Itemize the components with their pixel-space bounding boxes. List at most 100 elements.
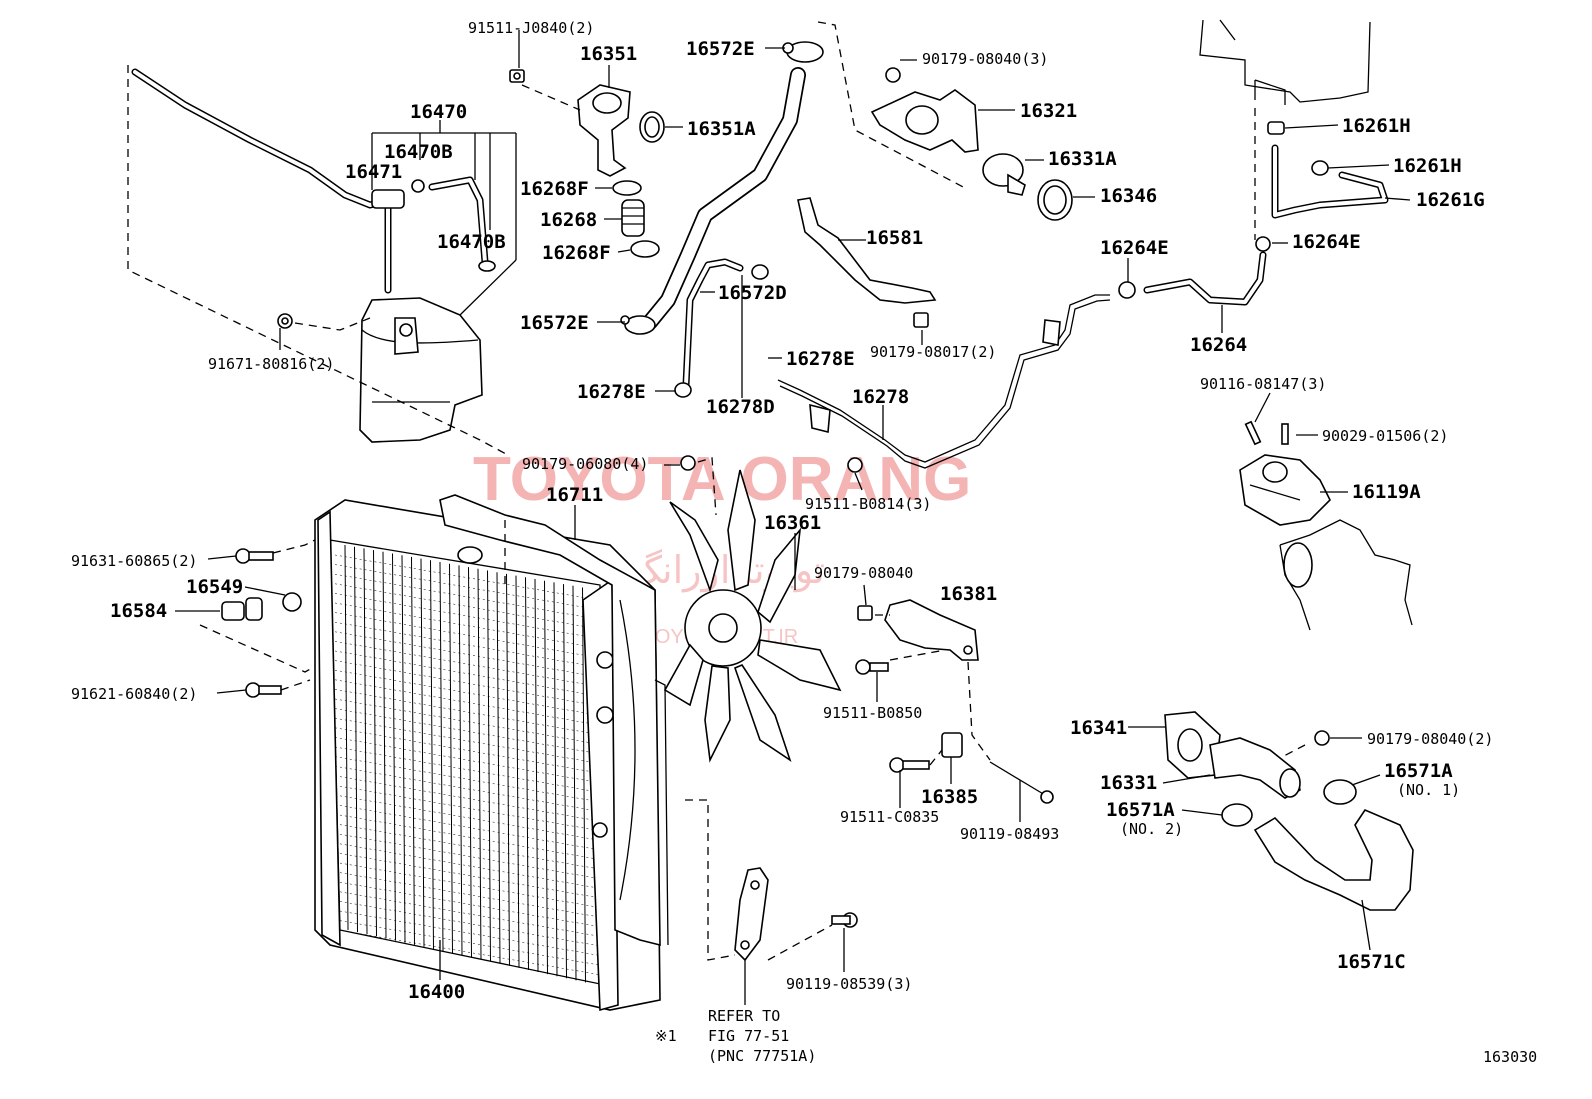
label-90029-01506-2: 90029-01506(2) bbox=[1322, 427, 1448, 445]
label-16261H-a: 16261H bbox=[1342, 115, 1411, 137]
bracket-16581 bbox=[797, 197, 937, 304]
bolt-90116-08147 bbox=[1244, 420, 1262, 446]
hose-clamp-16470B bbox=[371, 179, 425, 209]
bolt-90179-08040-single bbox=[857, 605, 873, 621]
refer-line-2: FIG 77-51 bbox=[708, 1027, 789, 1045]
gasket-16351A bbox=[639, 111, 665, 143]
hose-clamp-16571A-no1 bbox=[1323, 779, 1357, 805]
hose-clamp-16571A-no2 bbox=[1221, 803, 1253, 827]
gasket-16119A bbox=[1239, 454, 1331, 526]
bolt-91511-C0835 bbox=[889, 757, 930, 773]
label-16341: 16341 bbox=[1070, 717, 1127, 739]
label-16361: 16361 bbox=[764, 512, 821, 534]
label-16549: 16549 bbox=[186, 576, 243, 598]
radiator-hose-16572D bbox=[642, 67, 806, 330]
label-16470B-a: 16470B bbox=[384, 141, 453, 163]
label-16264E-b: 16264E bbox=[1292, 231, 1361, 253]
watermark-title: TOYOTA ORANG bbox=[473, 445, 971, 514]
label-16385: 16385 bbox=[921, 786, 978, 808]
label-16278D: 16278D bbox=[706, 396, 775, 418]
leader-lines bbox=[127, 21, 1411, 1005]
label-16261G: 16261G bbox=[1416, 189, 1485, 211]
gasket-16268F-lower bbox=[630, 240, 660, 258]
bolt-90179-08017 bbox=[913, 312, 929, 328]
drain-plug-16584 bbox=[221, 597, 263, 621]
label-16278E-b: 16278E bbox=[577, 381, 646, 403]
hose-clamp-16261H-b bbox=[1311, 160, 1329, 176]
label-16264E-a: 16264E bbox=[1100, 237, 1169, 259]
label-16264: 16264 bbox=[1190, 334, 1247, 356]
label-90179-08040-2: 90179-08040(2) bbox=[1367, 730, 1493, 748]
label-16351A: 16351A bbox=[687, 118, 756, 140]
label-16571A-no2: 16571A bbox=[1106, 799, 1175, 821]
bolt-91511-J0840 bbox=[509, 69, 525, 83]
radiator-16400 bbox=[314, 499, 661, 1012]
label-91511-C0835: 91511-C0835 bbox=[840, 808, 939, 826]
label-16261H-b: 16261H bbox=[1393, 155, 1462, 177]
label-91511-J0840: 91511-J0840(2) bbox=[468, 19, 594, 37]
label-16381: 16381 bbox=[940, 583, 997, 605]
label-16571C: 16571C bbox=[1337, 951, 1406, 973]
label-16572E-bottom: 16572E bbox=[520, 312, 589, 334]
note-mark: ※1 bbox=[655, 1027, 677, 1045]
fan-16361 bbox=[663, 469, 842, 763]
label-90179-06080-4: 90179-06080(4) bbox=[522, 455, 648, 473]
label-16351: 16351 bbox=[580, 43, 637, 65]
bolt-91511-B0814 bbox=[847, 457, 863, 473]
bolt-91621-60840 bbox=[245, 682, 282, 698]
bolt-90179-08040-2 bbox=[1314, 730, 1330, 746]
label-90179-08040-3: 90179-08040(3) bbox=[922, 50, 1048, 68]
radiator-core-fins bbox=[334, 544, 599, 983]
diagram-id: 163030 bbox=[1483, 1048, 1537, 1066]
overflow-hose-16471 bbox=[131, 68, 394, 294]
gasket-16346 bbox=[1037, 179, 1073, 221]
pipe-16268 bbox=[621, 199, 645, 237]
hose-16470B bbox=[428, 176, 496, 272]
refer-line-1: REFER TO bbox=[708, 1007, 780, 1025]
hose-16278D bbox=[682, 258, 744, 389]
water-outlet-16351 bbox=[577, 84, 631, 177]
mount-bracket-refer bbox=[734, 867, 769, 962]
label-16346: 16346 bbox=[1100, 185, 1157, 207]
label-16584: 16584 bbox=[110, 600, 167, 622]
label-16268F-a: 16268F bbox=[520, 178, 589, 200]
hose-16261G bbox=[1271, 144, 1389, 219]
bolt-91511-B0850 bbox=[855, 659, 889, 675]
label-16470: 16470 bbox=[410, 101, 467, 123]
hose-clamp-16572E-top bbox=[782, 41, 824, 63]
label-91621-60840-2: 91621-60840(2) bbox=[71, 685, 197, 703]
pipe-16278 bbox=[777, 294, 1111, 469]
label-16119A: 16119A bbox=[1352, 481, 1421, 503]
engine-front-outline bbox=[1279, 519, 1413, 631]
drain-cock-16549 bbox=[282, 592, 302, 612]
fan-shroud-16711 bbox=[439, 494, 669, 947]
bracket-16381 bbox=[884, 599, 979, 661]
label-16581: 16581 bbox=[866, 227, 923, 249]
hose-clamp-16261H-a bbox=[1267, 121, 1285, 135]
label-16278E-a: 16278E bbox=[786, 348, 855, 370]
bolt-90029-01506 bbox=[1281, 423, 1289, 445]
label-91631-60865-2: 91631-60865(2) bbox=[71, 552, 197, 570]
label-16571A-no2-note: (NO. 2) bbox=[1120, 820, 1183, 838]
bolt-90179-06080 bbox=[680, 455, 696, 471]
housing-16341 bbox=[1164, 711, 1221, 779]
hose-16264 bbox=[1143, 251, 1267, 306]
label-16711: 16711 bbox=[546, 484, 603, 506]
label-91511-B0814-3: 91511-B0814(3) bbox=[805, 495, 931, 513]
label-90179-08040: 90179-08040 bbox=[814, 564, 913, 582]
label-16572D: 16572D bbox=[718, 282, 787, 304]
label-90119-08539-3: 90119-08539(3) bbox=[786, 975, 912, 993]
label-16268: 16268 bbox=[540, 209, 597, 231]
hose-clamp-16264E-a bbox=[1118, 281, 1136, 299]
label-16278: 16278 bbox=[852, 386, 909, 408]
thermostat-16331A bbox=[982, 153, 1026, 196]
bolt-90119-08493 bbox=[989, 761, 1054, 804]
hose-clamp-16278E-a bbox=[751, 264, 769, 280]
label-16572E-top: 16572E bbox=[686, 38, 755, 60]
label-91511-B0850: 91511-B0850 bbox=[823, 704, 922, 722]
hose-clamp-16264E-b bbox=[1255, 236, 1271, 252]
label-16400: 16400 bbox=[408, 981, 465, 1003]
hose-clamp-16572E-bottom bbox=[620, 315, 656, 335]
label-90119-08493: 90119-08493 bbox=[960, 825, 1059, 843]
